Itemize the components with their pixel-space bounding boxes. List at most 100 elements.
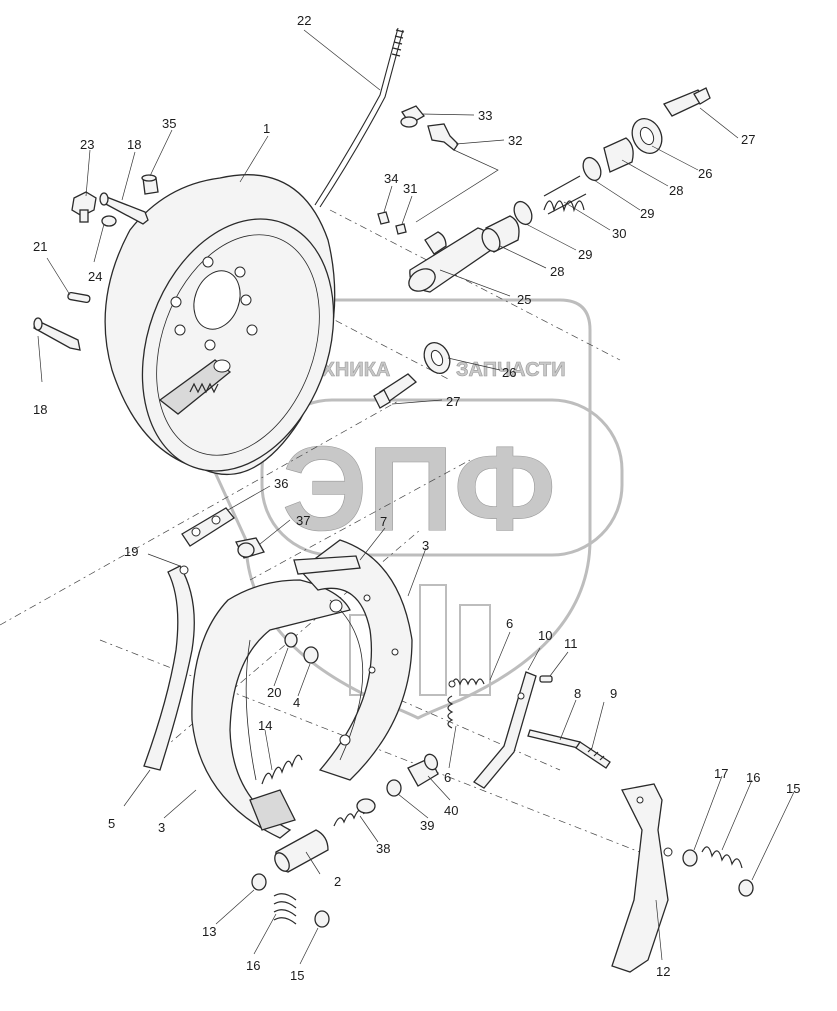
- callout-6-lower: 6: [444, 770, 451, 785]
- callout-2: 2: [334, 874, 341, 889]
- part-33-cap: [400, 105, 425, 128]
- callout-35: 35: [162, 116, 176, 131]
- callout-15-right: 15: [786, 781, 800, 796]
- part-3-brake-shoe-right: [299, 539, 413, 781]
- part-7-strut: [293, 555, 361, 575]
- part-30-spring: [543, 175, 587, 215]
- part-17-washer: [682, 849, 698, 867]
- part-36-plate: [181, 507, 235, 547]
- callout-36: 36: [274, 476, 288, 491]
- part-40-nut: [407, 753, 439, 787]
- callout-28-lower: 28: [550, 264, 564, 279]
- part-22-cable: [314, 27, 405, 208]
- callouts: 22 1 35 18 23 24 21 18 34 31 33 32 25 28…: [33, 13, 800, 983]
- part-12-parking-lever: [611, 783, 673, 973]
- callout-30: 30: [612, 226, 626, 241]
- callout-20: 20: [267, 685, 281, 700]
- callout-3-right: 3: [422, 538, 429, 553]
- callout-5: 5: [108, 816, 115, 831]
- part-15-washer-right: [738, 879, 754, 897]
- part-29-cup-left: [582, 156, 602, 182]
- watermark-text-right: ЗАПЧАСТИ: [456, 359, 566, 381]
- part-6-spring-lower: [447, 695, 454, 729]
- callout-16-lower: 16: [246, 958, 260, 973]
- callout-14: 14: [258, 718, 272, 733]
- part-28-piston-right: [481, 215, 520, 253]
- part-5-lining: [143, 565, 195, 771]
- part-15-washer-lower: [314, 910, 330, 928]
- callout-7: 7: [380, 514, 387, 529]
- callout-16-right: 16: [746, 770, 760, 785]
- callout-23: 23: [80, 137, 94, 152]
- callout-18-upper: 18: [127, 137, 141, 152]
- callout-27-middle: 27: [446, 394, 460, 409]
- part-16-spring-lower: [273, 893, 297, 925]
- callout-26-middle: 26: [502, 365, 516, 380]
- part-6-spring-upper: [448, 678, 485, 688]
- part-28-piston-left: [603, 137, 634, 173]
- callout-28-upper: 28: [669, 183, 683, 198]
- callout-33: 33: [478, 108, 492, 123]
- callout-21: 21: [33, 239, 47, 254]
- part-23-bolt: [71, 191, 97, 223]
- callout-9: 9: [610, 686, 617, 701]
- callout-4: 4: [293, 695, 300, 710]
- part-13-washer: [251, 873, 267, 891]
- callout-34: 34: [384, 171, 398, 186]
- part-4-clip: [303, 646, 319, 664]
- part-34-cap: [377, 211, 390, 225]
- callout-40: 40: [444, 803, 458, 818]
- leader-lines: [37, 29, 795, 965]
- part-35-bushing: [141, 174, 159, 195]
- part-9-rod: [575, 741, 611, 769]
- part-37-bushing: [235, 537, 265, 559]
- part-25-wheel-cylinder-body: [408, 227, 495, 293]
- part-27-pushrod-top: [663, 87, 711, 117]
- callout-24: 24: [88, 269, 102, 284]
- part-32-bleeder: [427, 123, 459, 151]
- callout-37: 37: [296, 513, 310, 528]
- part-14-spring: [261, 754, 303, 785]
- callout-17: 17: [714, 766, 728, 781]
- part-38-adjuster-screw: [333, 798, 376, 827]
- callout-8: 8: [574, 686, 581, 701]
- callout-38: 38: [376, 841, 390, 856]
- part-27-pushrod-middle: [373, 373, 418, 409]
- part-26-boot-top: [631, 117, 663, 155]
- callout-18-lower: 18: [33, 402, 47, 417]
- callout-13: 13: [202, 924, 216, 939]
- callout-27-upper: 27: [741, 132, 755, 147]
- watermark-logo-text: ЭПФ: [282, 422, 556, 556]
- callout-31: 31: [403, 181, 417, 196]
- callout-15-lower: 15: [290, 968, 304, 983]
- part-3-brake-shoe-left: [191, 579, 351, 839]
- part-24-washer: [101, 215, 117, 227]
- part-11-pin: [539, 675, 553, 683]
- callout-11: 11: [564, 636, 578, 651]
- part-10-lever: [473, 671, 537, 789]
- callout-32: 32: [508, 133, 522, 148]
- part-29-cup-right: [513, 200, 533, 226]
- callout-6-upper: 6: [506, 616, 513, 631]
- part-26-boot-middle: [423, 341, 451, 375]
- callout-26-upper: 26: [698, 166, 712, 181]
- part-18-pin-upper: [99, 192, 149, 225]
- part-39-washer: [386, 779, 402, 797]
- callout-10: 10: [538, 628, 552, 643]
- part-18-pin-lower: [33, 317, 81, 351]
- part-20-washer: [284, 632, 298, 648]
- callout-19: 19: [124, 544, 138, 559]
- part-8-rod: [527, 729, 581, 749]
- part-1-brake-drum: [104, 174, 336, 476]
- callout-22: 22: [297, 13, 311, 28]
- callout-29-lower: 29: [578, 247, 592, 262]
- callout-1: 1: [263, 121, 270, 136]
- callout-12: 12: [656, 964, 670, 979]
- part-2-sleeve: [274, 829, 329, 873]
- part-21-pin: [67, 291, 91, 304]
- callout-25: 25: [517, 292, 531, 307]
- callout-3-left: 3: [158, 820, 165, 835]
- callout-39: 39: [420, 818, 434, 833]
